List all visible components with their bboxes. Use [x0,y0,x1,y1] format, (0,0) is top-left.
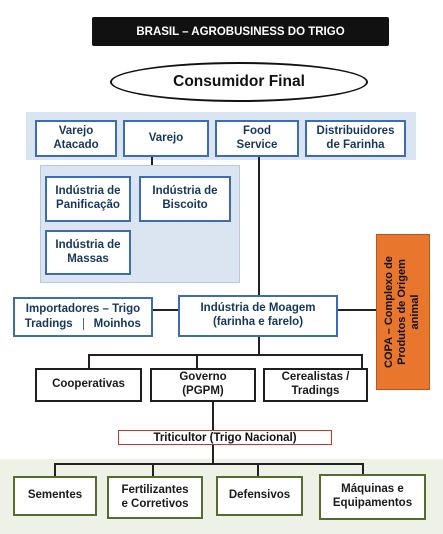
connector [361,354,363,368]
input-box-fertilizantes: Fertilizantes e Corretivos [107,476,203,519]
copa-label: COPA – Complexo de Produtos de Origem an… [383,256,422,368]
connector [258,155,260,298]
retail-box-distribuidores: Distribuidores de Farinha [305,120,406,157]
importers-box: Importadores – Trigo Tradings Moinhos [13,297,153,337]
triticultor-box: Triticultor (Trigo Nacional) [118,430,332,445]
industry-box-massas: Indústria de Massas [45,230,131,275]
connector [150,309,180,311]
connector [196,354,198,368]
connector [152,463,154,476]
industry-box-panificacao: Indústria de Panificação [45,176,131,222]
connector [212,444,214,464]
importers-subrow: Tradings Moinhos [15,318,151,330]
consumer-final-ellipse: Consumidor Final [110,62,368,102]
milling-industry-box: Indústria de Moagem (farinha e farelo) [178,295,338,337]
connector [54,463,56,476]
input-box-maquinas: Máquinas e Equipamentos [319,474,426,520]
connector [212,402,214,430]
cerealistas-box: Cerealistas / Tradings [263,368,368,402]
input-box-sementes: Sementes [13,476,97,516]
governo-box: Governo (PGPM) [150,368,256,402]
connector [88,354,90,368]
copa-box: COPA – Complexo de Produtos de Origem an… [376,234,430,390]
industry-box-biscoito: Indústria de Biscoito [139,176,231,222]
connector [88,354,363,356]
retail-box-food-service: Food Service [215,120,299,157]
connector [151,149,153,165]
retail-box-varejo-atacado: Varejo Atacado [35,120,117,157]
connector [54,463,364,465]
connector [362,463,364,476]
input-box-defensivos: Defensivos [216,476,303,516]
importers-title: Importadores – Trigo [25,303,141,315]
diagram-title: BRASIL – AGROBUSINESS DO TRIGO [92,17,389,46]
importers-moinhos: Moinhos [93,318,141,330]
cooperativas-box: Cooperativas [35,368,142,402]
retail-box-varejo: Varejo [123,120,209,157]
connector [257,463,259,476]
connector [258,336,260,354]
connector [336,309,378,311]
importers-tradings: Tradings [15,318,84,330]
